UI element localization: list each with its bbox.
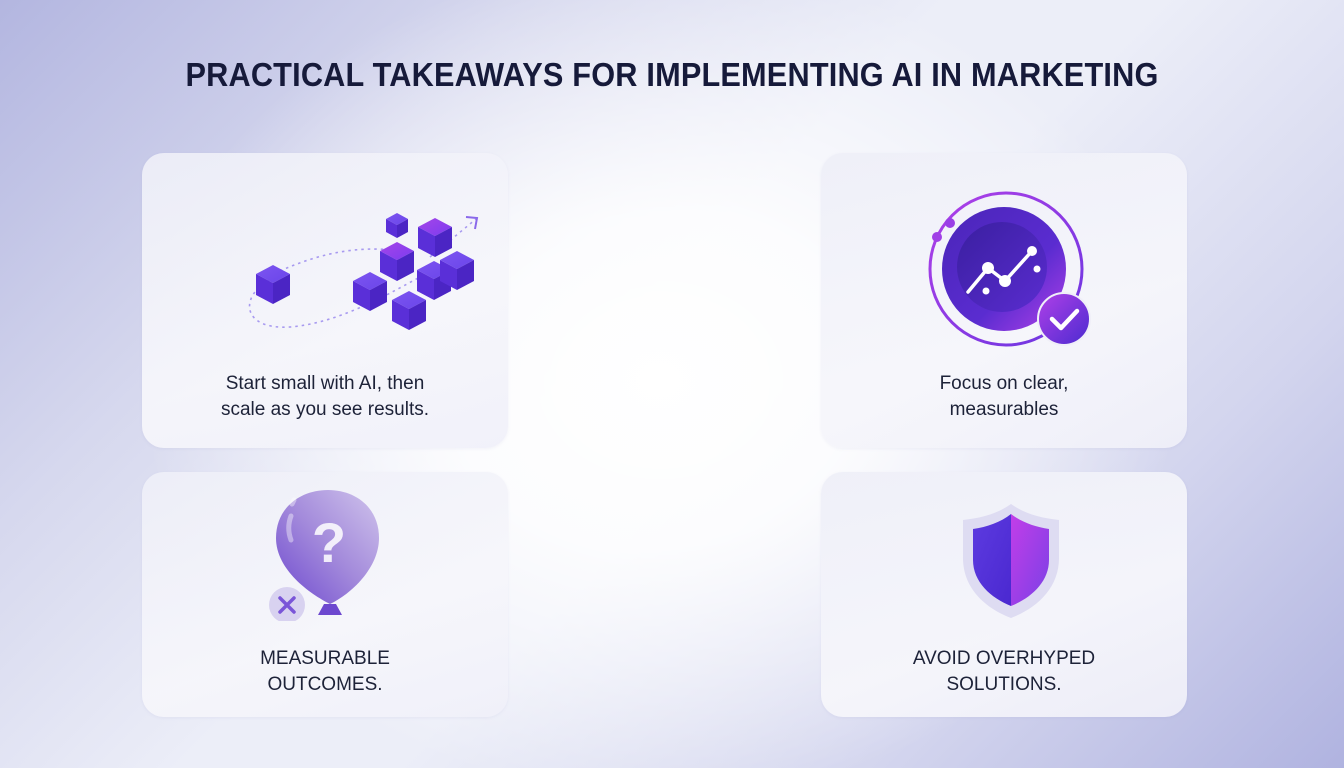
takeaway-card-measurable-outcomes: ? MEASURABLE OUTCOMES. bbox=[142, 472, 508, 717]
takeaway-card-start-small: Start small with AI, then scale as you s… bbox=[142, 153, 508, 448]
card-caption: Focus on clear, measurables bbox=[939, 373, 1069, 420]
cube bbox=[440, 251, 474, 290]
question-balloon-icon: ? bbox=[269, 490, 379, 621]
card-caption: AVOID OVERHYPED SOLUTIONS. bbox=[912, 648, 1096, 695]
cube bbox=[392, 291, 426, 330]
cube bbox=[386, 213, 408, 238]
cube bbox=[380, 242, 414, 281]
svg-text:?: ? bbox=[312, 511, 346, 574]
takeaway-card-focus-measurables: Focus on clear, measurables bbox=[821, 153, 1187, 448]
chart-target-check-icon bbox=[928, 191, 1091, 347]
card-caption: MEASURABLE OUTCOMES. bbox=[260, 648, 390, 695]
cube bbox=[256, 265, 290, 304]
card-caption: Start small with AI, then scale as you s… bbox=[220, 373, 430, 420]
cube bbox=[353, 272, 387, 311]
scaling-cubes-icon bbox=[248, 213, 479, 330]
takeaway-card-avoid-overhyped: AVOID OVERHYPED SOLUTIONS. bbox=[821, 472, 1187, 717]
page-title: PRACTICAL TAKEAWAYS FOR IMPLEMENTING AI … bbox=[185, 56, 1159, 93]
shield-icon bbox=[963, 504, 1059, 618]
cube bbox=[418, 218, 452, 257]
